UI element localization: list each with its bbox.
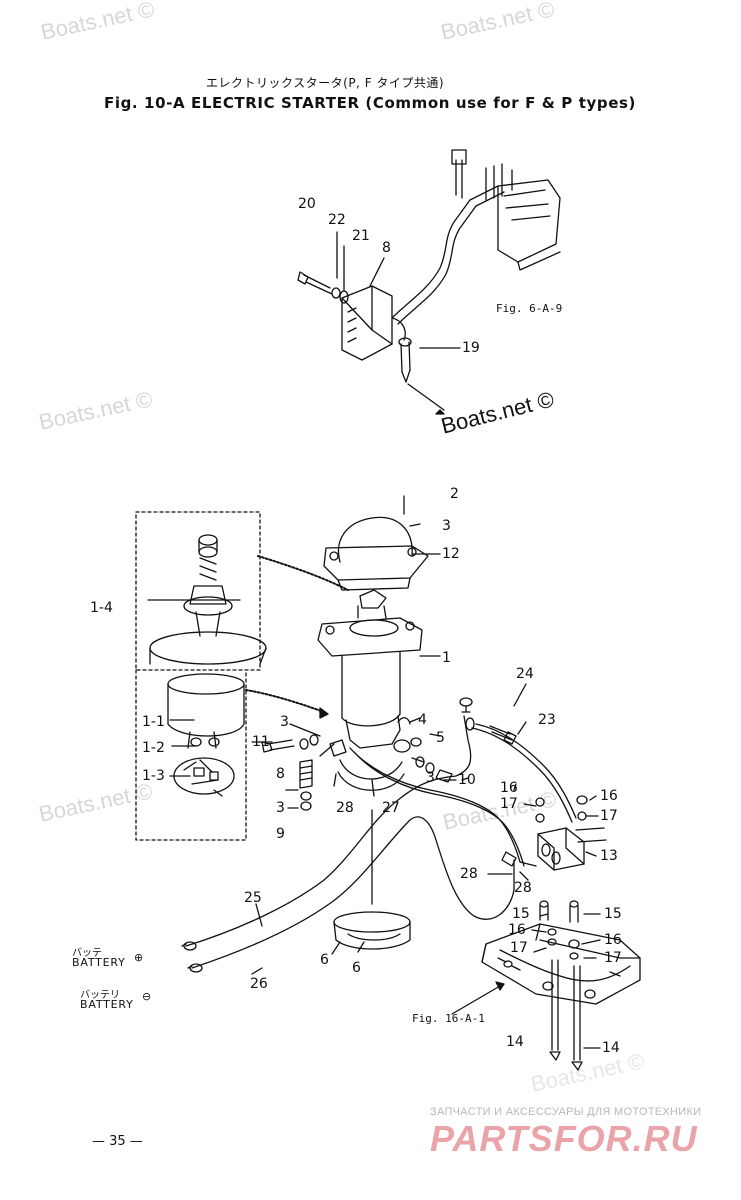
japanese-title: エレクトリックスタータ(P, F タイプ共通): [206, 76, 445, 90]
callout-9: 9: [276, 826, 285, 842]
callout-1-2: 1-2: [142, 740, 165, 756]
positive-sign-icon: ⊕: [134, 951, 145, 964]
callout-19: 19: [462, 340, 480, 356]
callout-16-left: 16: [500, 780, 518, 796]
bolt-20: [297, 271, 333, 295]
callout-20: 20: [298, 196, 316, 212]
battery-positive-jp: バッテ: [72, 948, 102, 959]
callout-3-top: 3: [442, 518, 451, 534]
callout-28-mid: 28: [460, 866, 478, 882]
ref-fig-16a1: Fig. 16-A-1: [412, 1012, 485, 1025]
callout-16-right: 16: [600, 788, 618, 804]
callout-26: 26: [250, 976, 268, 992]
callout-28-right: 28: [514, 880, 532, 896]
callout-14-left: 14: [506, 1034, 524, 1050]
callout-1-1: 1-1: [142, 714, 165, 730]
callout-3-lower: 3: [276, 800, 285, 816]
battery-positive-label: BATTERY: [72, 956, 126, 969]
small-hardware: [261, 717, 453, 811]
ref-fig-6a9: Fig. 6-A-9: [496, 302, 563, 315]
washer-21: [339, 290, 349, 304]
ground-cable-27: [349, 747, 525, 867]
callout-15-left: 15: [512, 906, 530, 922]
brand-logo: PARTSFOR.RU: [430, 1118, 698, 1159]
starter-band-6: [333, 809, 411, 950]
callout-17-lower-right: 17: [604, 950, 622, 966]
callout-17-lower-left: 17: [510, 940, 528, 956]
callout-6-left: 6: [320, 952, 329, 968]
callout-14-right: 14: [602, 1040, 620, 1056]
brand-tagline: ЗАПЧАСТИ И АКСЕССУАРЫ ДЛЯ МОТОТЕХНИКИ: [430, 1106, 702, 1118]
washer-22: [331, 287, 341, 299]
mounting-bracket: [481, 923, 641, 1005]
detail-box-1-1: [135, 669, 247, 841]
callout-1-3: 1-3: [142, 768, 165, 784]
callout-23: 23: [538, 712, 556, 728]
callout-13: 13: [600, 848, 618, 864]
callout-10: 10: [458, 772, 476, 788]
callout-24: 24: [516, 666, 534, 682]
callout-25: 25: [244, 890, 262, 906]
hardware-right: [535, 795, 588, 1071]
harness-upper: [391, 149, 561, 325]
callout-16-lower-left: 16: [508, 922, 526, 938]
callout-2: 2: [450, 486, 459, 502]
starter-cover: [323, 516, 429, 591]
detail-box-1-4: [135, 511, 261, 671]
battery-cables: [181, 697, 515, 973]
callout-22: 22: [328, 212, 346, 228]
callout-16-lower-right: 16: [604, 932, 622, 948]
callout-5: 5: [436, 730, 445, 746]
callout-28-left: 28: [336, 800, 354, 816]
page-number: — 35 —: [92, 1134, 143, 1149]
callout-8-upper: 8: [382, 240, 391, 256]
callout-8-lower: 8: [276, 766, 285, 782]
callout-27: 27: [382, 800, 400, 816]
callout-17-right: 17: [600, 808, 618, 824]
drive-gear-detail: [149, 534, 267, 797]
figure-title: Fig. 10-A ELECTRIC STARTER (Common use f…: [104, 94, 636, 112]
battery-negative-label: BATTERY: [80, 998, 134, 1011]
starter-relay-13: [501, 827, 607, 871]
callout-3-left: 3: [280, 714, 289, 730]
battery-negative-jp: バッテリ: [80, 990, 120, 1001]
callout-1-4: 1-4: [90, 600, 113, 616]
starter-band-28: [337, 759, 405, 791]
negative-sign-icon: ⊖: [142, 990, 153, 1003]
callout-15-right: 15: [604, 906, 622, 922]
callout-17-left: 17: [500, 796, 518, 812]
callout-11: 11: [252, 734, 270, 750]
starter-motor: [317, 589, 423, 757]
callout-3-right: 3: [426, 770, 435, 786]
relay-unit: [341, 285, 412, 383]
callout-4: 4: [418, 712, 427, 728]
callout-12: 12: [442, 546, 460, 562]
callout-1: 1: [442, 650, 451, 666]
lead-wire-24: [465, 717, 577, 823]
callout-6-right: 6: [352, 960, 361, 976]
callout-21: 21: [352, 228, 370, 244]
